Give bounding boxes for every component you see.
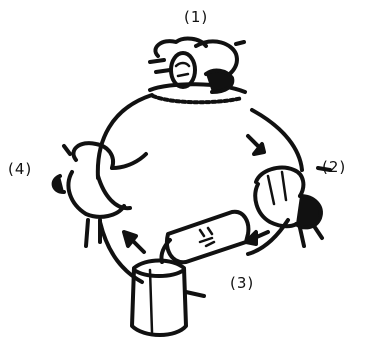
step-label-3: (3) [230,274,254,292]
capsule-illustration-3 [161,212,248,262]
step-label-1: (1) [184,8,208,26]
step-label-4: (4) [8,160,32,178]
cup-illustration [132,261,204,336]
step-label-2: (2) [322,158,346,176]
